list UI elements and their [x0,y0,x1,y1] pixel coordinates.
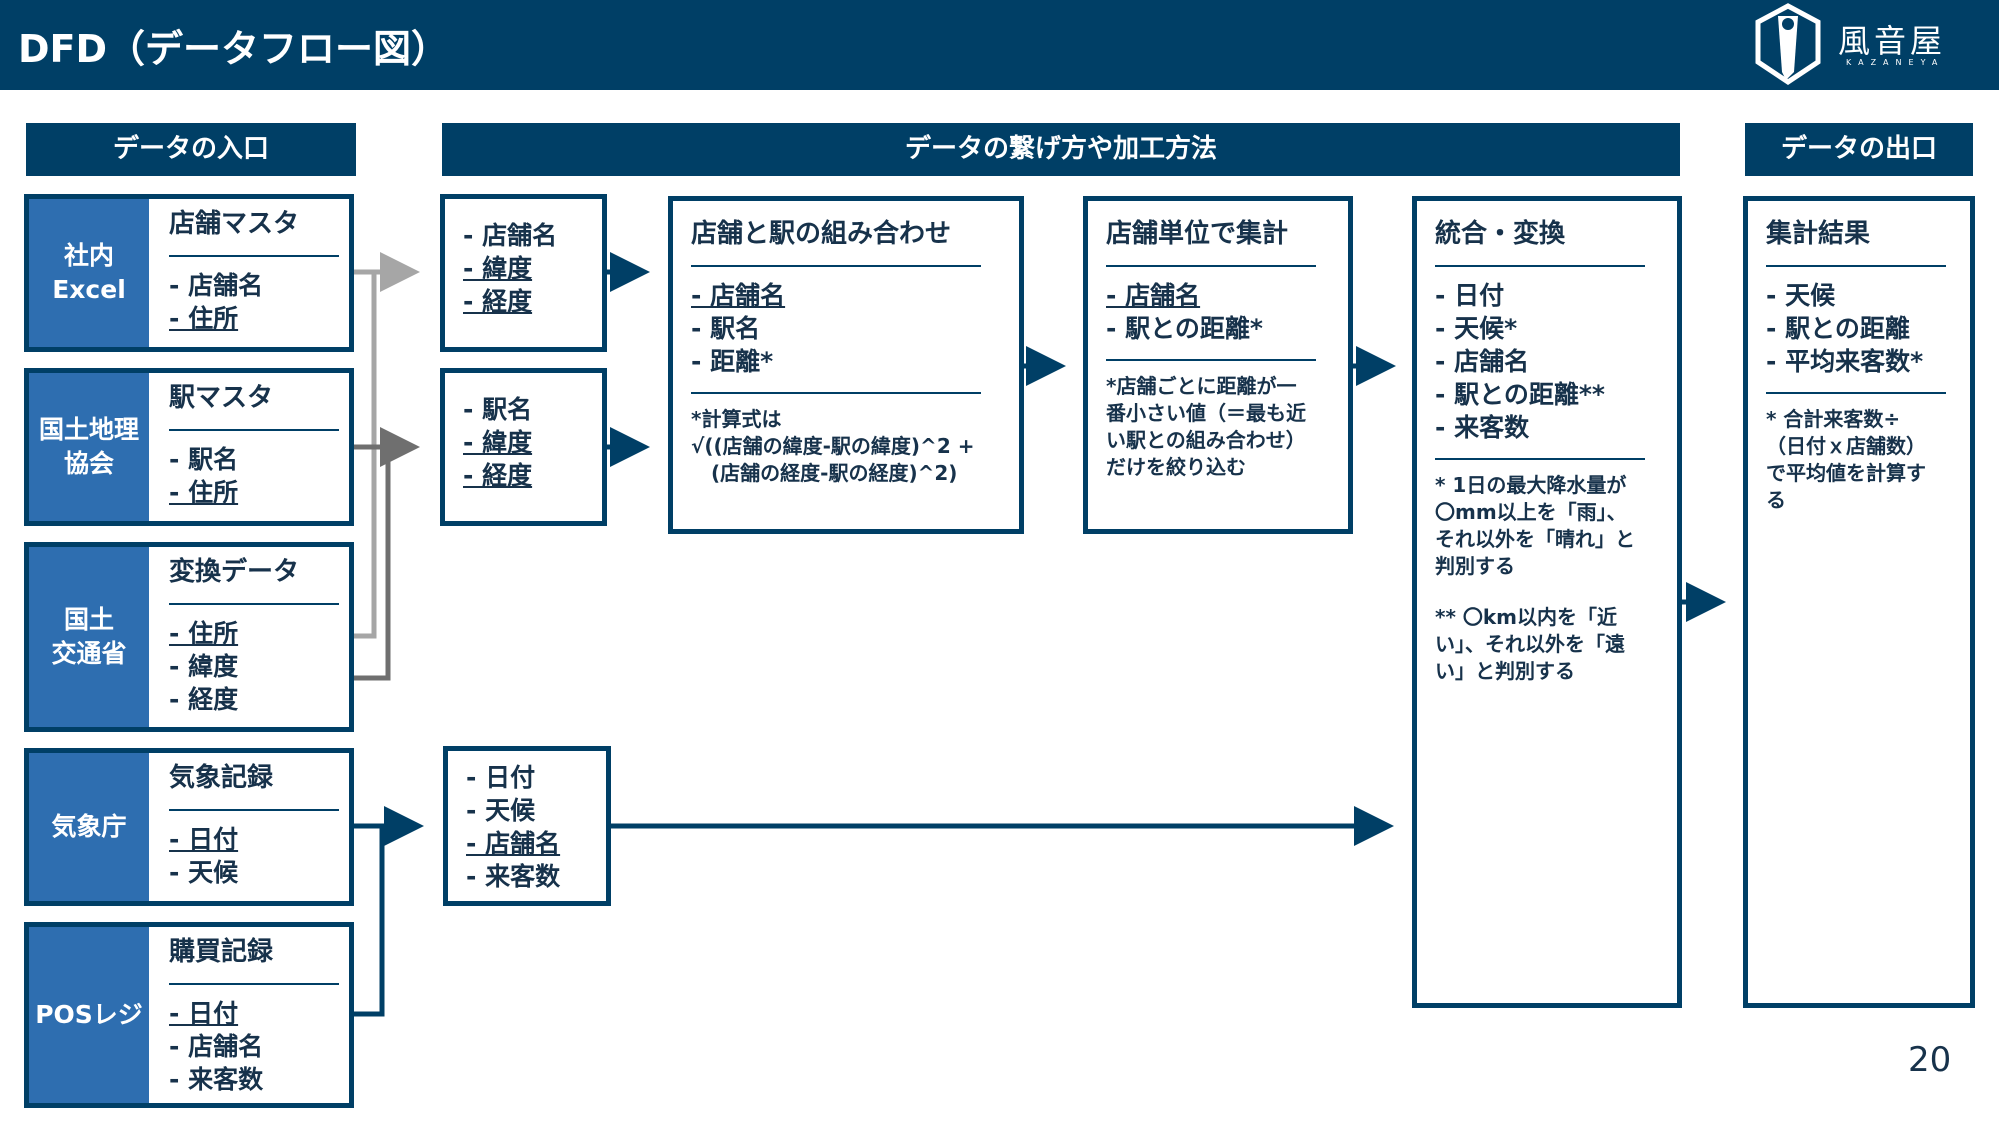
divider [1766,265,1946,267]
field-item: - 店舗名 [466,829,561,858]
source-label: 国土地理 協会 [29,373,149,521]
source-title: 店舗マスタ [169,209,300,239]
source-label: 社内 Excel [29,199,149,347]
source-title: 変換データ [169,557,300,587]
field-item: - 住所 [169,619,239,648]
field-item: - 店舗名 [1435,347,1530,376]
distance-rule-note: ** 〇km以内を「近 い」、それ以外を「遠 い」と判別する [1435,605,1625,683]
process-title: 統合・変換 [1435,219,1566,249]
field-item: - 緯度 [463,254,533,283]
field-item: - 経度 [169,685,239,714]
field-item: - 来客数 [466,862,561,891]
field-item: - 来客数 [1435,413,1530,442]
divider [1106,265,1316,267]
banner-output: データの出口 [1745,123,1973,176]
field-item: - 緯度 [169,652,239,681]
field-item: - 店舗名 [169,1032,264,1061]
field-item: - 経度 [463,461,533,490]
banner-process: データの繋げ方や加工方法 [442,123,1680,176]
logo-emblem-icon [1755,3,1821,86]
field-item: - 距離* [691,347,774,376]
company-logo: 風音屋 KAZANEYA [1748,2,1988,88]
divider [169,809,339,811]
field-item: - 天候 [466,796,536,825]
field-item: - 駅との距離** [1435,380,1605,409]
divider [691,392,981,394]
field-item: - 店舗名 [169,271,264,300]
field-item: - 駅名 [463,395,533,424]
source-label: POSレジ [29,927,149,1103]
field-item: - 住所 [169,304,239,333]
field-item: - 日付 [169,825,239,854]
process-integrate-convert: 統合・変換 - 日付 - 天候* - 店舗名 - 駅との距離** - 来客数 *… [1412,196,1682,1008]
field-item: - 天候 [1766,281,1836,310]
arrow-station-to-coords [354,427,420,681]
field-item: - 日付 [169,999,239,1028]
source-title: 購買記録 [169,937,274,967]
arrow-store-to-coords [354,252,420,639]
field-item: - 駅との距離* [1106,314,1263,343]
output-summary-result: 集計結果 - 天候 - 駅との距離 - 平均来客数* * 合計来客数÷ （日付ｘ… [1743,196,1975,1008]
header-bar: DFD（データフロー図） 風音屋 KAZANEYA [0,0,1999,90]
logo-text: 風音屋 [1838,22,1947,60]
field-item: - 店舗名 [691,281,786,310]
field-item: - 平均来客数* [1766,347,1924,376]
output-title: 集計結果 [1766,219,1871,249]
aggregate-note: *店舗ごとに距離が一 番小さい値（＝最も近 い駅との組み合わせ） だけを絞り込む [1106,374,1306,479]
field-item: - 緯度 [463,428,533,457]
formula-note: *計算式は √((店舗の緯度-駅の緯度)^2 + (店舗の経度-駅の経度)^2) [691,407,975,485]
intermediate-station-coords: - 駅名 - 緯度 - 経度 [440,368,607,526]
page-number: 20 [1908,1040,1952,1080]
source-mlit: 国土 交通省 変換データ - 住所 - 緯度 - 経度 [24,542,354,732]
logo-subtitle: KAZANEYA [1846,58,1945,67]
process-title: 店舗と駅の組み合わせ [691,219,952,249]
average-note: * 合計来客数÷ （日付ｘ店舗数） で平均値を計算す る [1766,407,1926,512]
banner-input: データの入口 [26,123,356,176]
source-company-excel: 社内 Excel 店舗マスタ - 店舗名 - 住所 [24,194,354,352]
source-label: 気象庁 [29,753,149,901]
field-item: - 駅との距離 [1766,314,1910,343]
source-jma: 気象庁 気象記録 - 日付 - 天候 [24,748,354,906]
divider [169,603,339,605]
process-title: 店舗単位で集計 [1106,219,1289,249]
divider [1435,265,1645,267]
field-item: - 日付 [466,763,536,792]
process-combine-store-station: 店舗と駅の組み合わせ - 店舗名 - 駅名 - 距離* *計算式は √((店舗の… [668,196,1024,534]
divider [1106,359,1316,361]
field-item: - 天候 [169,858,239,887]
source-title: 気象記録 [169,763,274,793]
field-item: - 住所 [169,478,239,507]
field-item: - 天候* [1435,314,1518,343]
source-title: 駅マスタ [169,383,274,413]
field-item: - 店舗名 [463,221,558,250]
page-title: DFD（データフロー図） [18,27,450,71]
divider [1435,458,1645,460]
weather-rule-note: * 1日の最大降水量が 〇mm以上を「雨」、 それ以外を「晴れ」と 判別する [1435,473,1635,578]
field-item: - 来客数 [169,1065,264,1094]
intermediate-store-coords: - 店舗名 - 緯度 - 経度 [440,194,607,352]
field-item: - 店舗名 [1106,281,1201,310]
divider [169,255,339,257]
divider [1766,392,1946,394]
field-item: - 日付 [1435,281,1505,310]
divider [169,429,339,431]
field-item: - 駅名 [691,314,761,343]
field-item: - 経度 [463,287,533,316]
source-pos-register: POSレジ 購買記録 - 日付 - 店舗名 - 来客数 [24,922,354,1108]
divider [691,265,981,267]
field-item: - 駅名 [169,445,239,474]
source-label: 国土 交通省 [29,547,149,727]
process-aggregate-by-store: 店舗単位で集計 - 店舗名 - 駅との距離* *店舗ごとに距離が一 番小さい値（… [1083,196,1353,534]
divider [169,983,339,985]
intermediate-weather-sales: - 日付 - 天候 - 店舗名 - 来客数 [443,746,611,906]
source-national-geo-assoc: 国土地理 協会 駅マスタ - 駅名 - 住所 [24,368,354,526]
